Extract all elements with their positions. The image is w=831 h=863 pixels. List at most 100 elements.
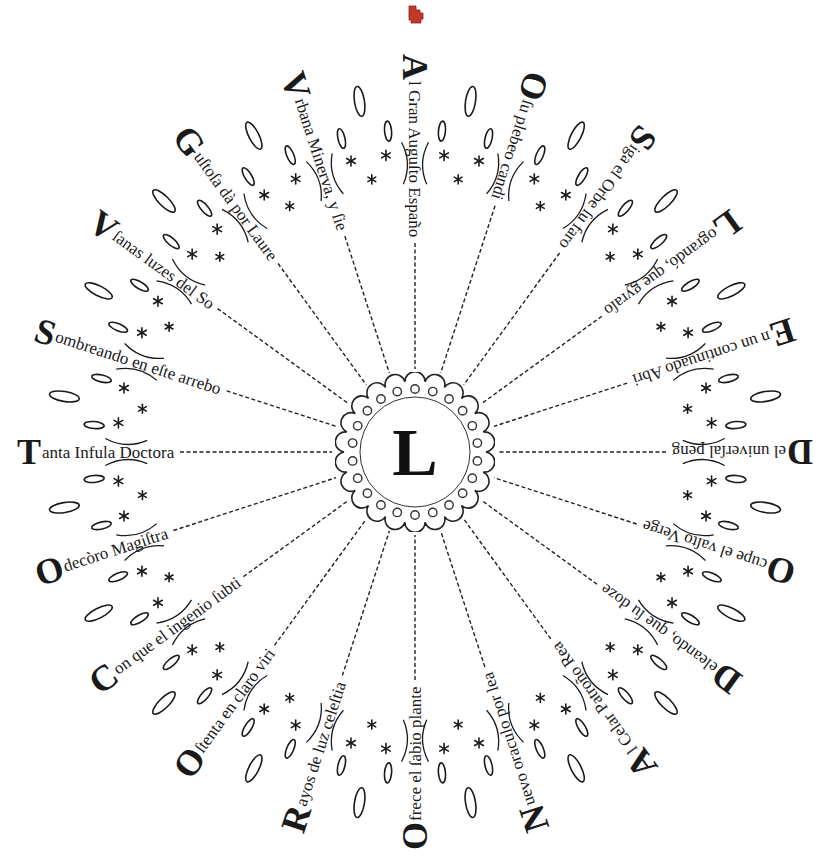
asterisk-ornament [684,328,693,338]
asterisk-stroke [530,176,539,181]
oval-ornament [680,277,701,293]
oval-ornament [533,145,547,166]
dash-leader [441,206,495,373]
ring-loop [411,511,419,519]
ring-loop [353,422,361,430]
asterisk-stroke [440,153,449,158]
oval-ornament [336,128,347,149]
asterisk-stroke [536,204,544,209]
asterisk-stroke [347,158,356,163]
spoke-line: Vſanas luzes del So [82,203,223,319]
asterisk-ornament [454,720,462,729]
asterisk-stroke [188,252,197,257]
asterisk-stroke [368,722,376,727]
asterisk-ornament [536,693,544,702]
asterisk-ornament [138,566,147,576]
verse-line: eleando, que ſu doze [597,581,721,677]
asterisk-stroke [454,722,462,727]
oval-ornament [680,611,701,627]
oval-ornament [649,232,669,250]
asterisk-stroke [684,493,692,498]
verse-line: frece el ſabio plante [407,686,424,822]
asterisk-ornament [606,252,614,261]
asterisk-ornament [530,174,539,184]
verse-line: anta Infula Doctora [41,444,174,461]
asterisk-stroke [530,723,539,728]
spoke-line: Guſtoſa dà por Laure [166,119,288,269]
spoke-line: En un continuado Abri [627,312,799,398]
verse-line: n un continuado Abri [630,328,773,389]
asterisk-ornament [668,598,677,608]
asterisk-stroke [668,600,677,605]
asterisk-stroke [561,192,570,197]
ring-loop [429,508,437,516]
asterisk-ornament [213,224,222,234]
ring-loop [458,489,466,497]
asterisk-stroke [138,569,147,574]
asterisk-stroke [657,324,665,329]
ring-loop [393,387,401,395]
ring-loop [429,387,437,395]
asterisk-ornament [684,404,692,413]
oval-ornament [716,280,747,303]
asterisk-stroke [606,255,614,260]
oval-ornament [718,373,739,384]
asterisk-ornament [657,322,665,331]
asterisk-stroke [440,746,449,751]
asterisk-stroke [154,299,163,304]
asterisk-stroke [561,192,570,197]
asterisk-ornament [440,744,449,754]
oval-ornament [243,753,266,784]
asterisk-ornament [165,322,173,331]
spoke-line: Siga el Orbe ſu faro [549,119,664,258]
asterisk-stroke [634,252,643,257]
dash-leader [494,383,627,426]
oval-ornament [384,121,393,142]
spoke-line: Oſtenta en claro viri [166,639,285,784]
spoke-line: Vrbana Minerva, y ſie [275,68,360,236]
acrostic-initial: O [31,549,69,592]
dash-leader [494,478,637,524]
oval-ornament [483,128,494,149]
oval-ornament [726,475,747,484]
asterisk-stroke [286,204,294,209]
asterisk-ornament [138,328,147,338]
asterisk-stroke [165,575,173,580]
asterisk-stroke [139,407,147,412]
oval-ornament [352,86,367,117]
asterisk-stroke [606,255,614,260]
asterisk-ornament [606,643,614,652]
asterisk-ornament [609,670,618,680]
asterisk-ornament [216,252,224,261]
verse-line: l Celar Patroño Rea [548,639,641,758]
ring-loop [468,422,476,430]
asterisk-ornament [382,744,391,754]
verse-line: rbana Minerva, y ſie [292,96,351,233]
asterisk-stroke [114,479,123,484]
asterisk-ornament [561,704,570,714]
oval-ornament [150,187,178,215]
asterisk-stroke [213,672,222,677]
oval-ornament [438,763,447,784]
ring-loop [363,489,371,497]
acrostic-initial: A [397,54,433,80]
asterisk-stroke [291,176,300,181]
oval-ornament [565,753,588,784]
dash-leader [414,243,415,369]
asterisk-stroke [216,255,224,260]
oval-ornament [616,198,634,218]
asterisk-ornament [702,383,711,393]
asterisk-stroke [260,707,269,712]
oval-ornament [195,686,213,706]
asterisk-stroke [454,177,462,182]
asterisk-ornament [291,174,300,184]
oval-ornament [565,120,588,151]
asterisk-stroke [347,741,356,746]
asterisk-ornament [260,190,269,200]
asterisk-stroke [154,600,163,605]
asterisk-ornament [454,175,462,184]
oval-ornament [574,166,590,187]
asterisk-ornament [347,156,356,166]
asterisk-stroke [114,420,123,425]
asterisk-stroke [368,722,376,727]
